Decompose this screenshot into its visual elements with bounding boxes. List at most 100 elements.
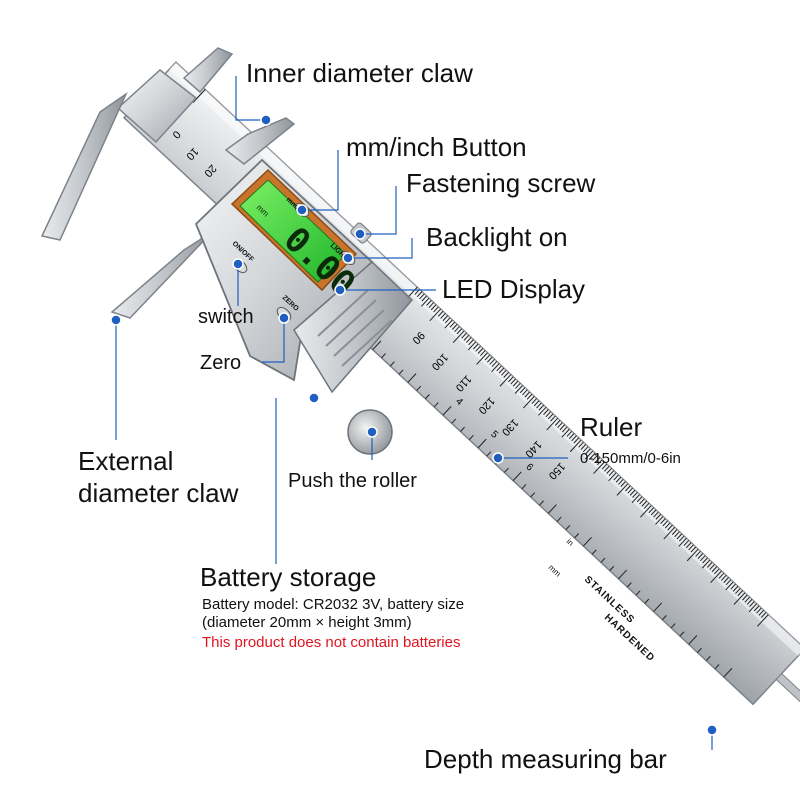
label-mm-inch-button: mm/inch Button [346, 132, 527, 162]
inch-scale-tick [521, 484, 527, 490]
main-scale-ticks [192, 89, 206, 104]
inch-scale-tick [688, 635, 698, 645]
main-scale-tick [546, 417, 559, 431]
label-battery-warning: This product does not contain batteries [202, 634, 461, 651]
inch-scale-tick [556, 516, 562, 522]
main-scale-tick [655, 513, 662, 520]
main-scale-tick [671, 529, 678, 535]
main-scale-tick [616, 483, 629, 496]
main-scale-tick [593, 461, 605, 474]
main-scale-tick [584, 450, 594, 460]
inch-scale-tick [407, 373, 417, 383]
main-scale-tick [472, 343, 479, 350]
inch-scale-tick [679, 631, 685, 637]
callout-dots [110, 114, 718, 736]
label-battery-storage: Battery storage [200, 562, 377, 592]
main-scale-tick [463, 334, 470, 341]
main-scale-tick [582, 446, 589, 453]
main-scale-tick [688, 544, 694, 551]
main-scale-tick [735, 588, 741, 594]
main-scale-tick [501, 369, 507, 376]
main-scale-tick [467, 341, 477, 351]
inch-scale-tick [574, 533, 580, 539]
main-scale-tick [641, 500, 647, 507]
inch-scale-tick [468, 434, 474, 441]
main-scale-tick [721, 575, 727, 581]
main-scale-tick [710, 570, 722, 584]
inch-scale-tick [486, 451, 492, 457]
main-scale-tick [639, 498, 645, 505]
main-scale-tick [426, 300, 432, 306]
inch-scale-tick [398, 369, 404, 375]
main-scale-tick [660, 518, 666, 525]
main-scale-tick [676, 533, 683, 540]
main-scale-tick [498, 367, 505, 374]
main-scale-tick [742, 594, 748, 601]
main-scale-tick [667, 524, 673, 531]
inch-scale-tick [539, 500, 544, 506]
main-scale-tick [510, 378, 516, 385]
main-scale-tick [444, 317, 451, 324]
main-scale-tick [707, 561, 713, 568]
unit-mm: mm [547, 563, 563, 579]
main-scale-tick [522, 389, 528, 396]
main-scale-tick [578, 441, 584, 448]
main-scale-tick [536, 402, 542, 409]
main-scale-tick [477, 348, 484, 354]
main-scale-tick [748, 603, 757, 613]
inch-scale-tick [460, 426, 465, 432]
main-scale-tick [632, 492, 638, 498]
main-scale-tick [429, 308, 442, 322]
main-scale-tick [491, 361, 498, 367]
inch-scale-tick [504, 467, 509, 473]
label-ruler: Ruler [580, 412, 643, 442]
main-scale-tick [456, 328, 463, 335]
main-scale-tick [452, 330, 465, 343]
main-scale-tick [573, 437, 580, 444]
inch-scale-tick [653, 602, 663, 612]
label-led-display: LED Display [442, 274, 586, 304]
main-scale-tick [711, 566, 718, 573]
main-scale-tick [557, 422, 563, 429]
main-scale-tick [514, 385, 523, 394]
inch-scale-tick [512, 471, 522, 481]
main-scale-tick [655, 516, 664, 525]
main-scale-tick [732, 585, 739, 592]
main-scale-tick [589, 452, 596, 459]
inch-scale-tick [697, 647, 702, 653]
main-scale-tick [697, 553, 704, 559]
label-ruler-range: 0-150mm/0-6in [580, 450, 681, 467]
main-scale-tick [636, 496, 643, 503]
main-scale-tick [561, 428, 570, 438]
main-scale-tick [730, 583, 736, 590]
main-scale-tick [744, 596, 750, 603]
inch-scale-tick [670, 623, 676, 629]
main-scale-tick [559, 424, 566, 431]
inch-scale-tick [705, 655, 711, 662]
inch-scale-tick [547, 504, 557, 514]
main-scale-tick [597, 459, 603, 466]
main-scale-tick [515, 382, 521, 389]
main-scale-tick [725, 579, 732, 586]
inch-scale-tick [477, 438, 487, 449]
main-scale-tick [440, 313, 446, 319]
main-scale-tick [685, 542, 692, 549]
main-scale-tick [594, 457, 601, 463]
inch-scale-tick [600, 557, 606, 563]
main-scale-tick [608, 470, 615, 477]
main-scale-tick [757, 614, 769, 627]
main-scale-tick [615, 476, 622, 483]
inch-scale-tick [425, 394, 430, 400]
main-scale-tick [601, 463, 608, 470]
main-scale-tick [678, 537, 687, 547]
main-scale-tick [468, 339, 474, 346]
inch-scale-number: 4 [453, 396, 465, 408]
main-scale-tick [428, 302, 435, 309]
main-scale-tick [526, 393, 533, 400]
main-scale-tick [543, 409, 549, 415]
inch-scale-tick [591, 549, 597, 555]
main-scale-tick [760, 612, 767, 618]
label-depth-measuring-bar: Depth measuring bar [424, 744, 667, 774]
main-scale-tick [758, 609, 764, 616]
main-scale-tick [674, 531, 680, 538]
